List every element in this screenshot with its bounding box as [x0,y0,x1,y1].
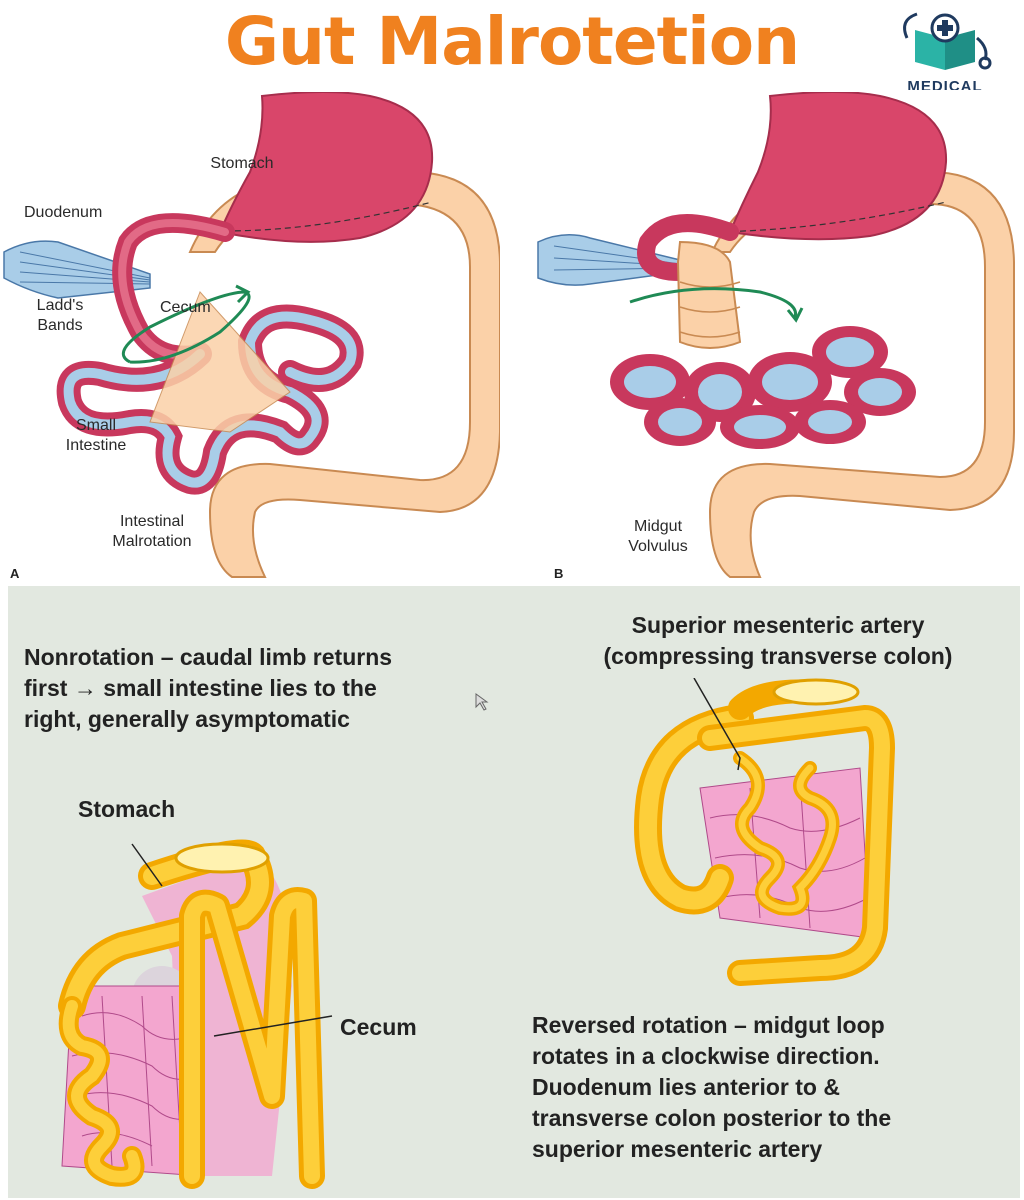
reversed-rotation-illustration [634,678,896,986]
mesentery [149,291,291,433]
panel-letter-b: B [554,566,564,581]
panel-a-illustration [3,92,500,578]
label-stomach: Stomach [210,155,274,172]
reversed-rotation-text: Reversed rotation – midgut loop rotates … [532,1012,892,1162]
cecum-label: Cecum [340,1014,417,1040]
panel-b-illustration [537,92,1015,578]
stomach [218,92,434,243]
cursor-icon [475,693,489,711]
page-title: Gut Malrotetion [224,3,800,80]
label-midgut-volvulus: Midgut Volvulus [628,518,688,555]
stomach-label: Stomach [78,796,176,822]
logo-text: MEDICAL [907,78,983,90]
panel-letter-a: A [10,566,20,581]
medical-logo: MEDICAL [893,8,997,90]
label-cecum: Cecum [160,299,211,316]
small-intestine [56,304,364,495]
volvulus-loops [610,326,916,449]
twisted-stalk [676,240,742,349]
label-duodenum: Duodenum [24,204,103,221]
rotation-arrow-b [629,287,798,318]
label-small-intestine: Small Intestine [65,417,127,454]
nonrotation-text: Nonrotation – caudal limb returns first … [24,644,393,732]
nonrotation-illustration [58,839,333,1189]
medical-book-stethoscope-icon [903,12,992,70]
stomach-b [728,92,948,241]
bottom-panel: Nonrotation – caudal limb returns first … [8,586,1020,1198]
large-colon-b [708,170,1015,578]
large-colon [188,170,500,578]
label-intestinal-malrotation: Intestinal Malrotation [112,513,192,550]
label-ladds-bands: Ladd's Bands [36,297,84,334]
sma-label: Superior mesenteric artery (compressing … [603,612,953,669]
